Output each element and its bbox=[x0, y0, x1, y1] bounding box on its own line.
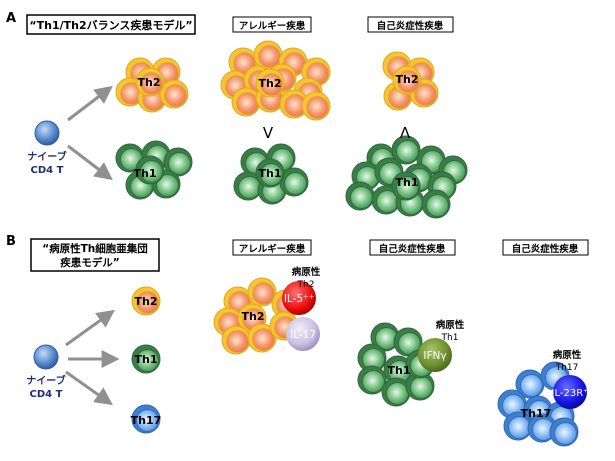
il23r-bubble bbox=[553, 375, 587, 409]
th1-cell bbox=[135, 155, 165, 185]
th2-cell bbox=[247, 277, 277, 307]
th2-cell bbox=[159, 79, 189, 109]
th17-cell bbox=[549, 417, 579, 447]
th2-cell bbox=[392, 65, 422, 95]
th1-cell bbox=[163, 147, 193, 177]
th2-cluster-balanced bbox=[115, 57, 189, 113]
th1-cell bbox=[345, 181, 375, 211]
th1-cell bbox=[233, 171, 263, 201]
il17-label: IL-17 bbox=[290, 329, 316, 341]
th1-label-b: Th1 bbox=[135, 353, 158, 366]
th1-label-autoimmune: Th1 bbox=[396, 176, 419, 189]
panel-b-allergy-header: アレルギー疾患 bbox=[239, 243, 306, 255]
panel-b-autoimmune-header-box-1 bbox=[369, 239, 456, 256]
th2-label-balanced: Th2 bbox=[138, 76, 161, 89]
th2-cell bbox=[255, 68, 285, 98]
th17-label-pathogenic: Th17 bbox=[521, 407, 552, 420]
naive-label-line1-a: ナイーブ bbox=[27, 150, 66, 163]
panel-b-autoimmune-header-box-2 bbox=[502, 239, 589, 256]
th2-cell bbox=[301, 91, 331, 121]
th1-cell bbox=[370, 322, 400, 352]
pathogenic-label-th2: 病原性 bbox=[292, 266, 321, 278]
th2-label-autoimmune: Th2 bbox=[396, 73, 419, 86]
th1-cell bbox=[371, 185, 401, 215]
th1-cell bbox=[255, 158, 285, 188]
th17-cell bbox=[131, 404, 161, 434]
naive-label-line2-b: CD4 T bbox=[30, 389, 63, 400]
comparison-symbol-autoimmune: Λ bbox=[400, 124, 411, 142]
th2-label-allergy: Th2 bbox=[259, 77, 282, 90]
arrow-naive-to-th2-a bbox=[67, 85, 113, 122]
pathogenic-th17-cluster bbox=[497, 361, 579, 447]
ifng-label: IFNγ bbox=[423, 350, 446, 362]
panel-a-model-title: “Th1/Th2バランス疾患モデル” bbox=[29, 18, 192, 32]
th2-cell bbox=[231, 87, 261, 117]
arrow-naive-to-th2-b bbox=[65, 309, 115, 347]
arrow-naive-to-th1-a bbox=[67, 144, 113, 181]
th1-cell bbox=[357, 365, 387, 395]
th17-label-b: Th17 bbox=[131, 414, 162, 427]
pathogenic-label-th17: 病原性 bbox=[553, 349, 582, 361]
panel-b-autoimmune-header-2: 自己炎症性疾患 bbox=[512, 243, 579, 255]
il5-cytokine-bubble bbox=[282, 281, 316, 315]
panel-b-model-title-line1: “病原性Th細胞亜集団 bbox=[42, 242, 148, 255]
th1-label-balanced: Th1 bbox=[134, 167, 157, 180]
th1-label-allergy: Th1 bbox=[259, 167, 282, 180]
th2-cell bbox=[221, 325, 251, 355]
naive-label-line2-a: CD4 T bbox=[31, 165, 64, 176]
panel-b-allergy-header-box bbox=[232, 239, 312, 256]
ifng-cytokine-bubble bbox=[418, 338, 452, 372]
panel-a-autoimmune-header-box bbox=[367, 16, 454, 33]
il23r-label: IL-23R⁺ bbox=[552, 388, 589, 399]
th2-cell bbox=[253, 40, 283, 70]
th1-cell bbox=[421, 189, 451, 219]
panel-a-allergy-header: アレルギー疾患 bbox=[239, 20, 306, 32]
th1-label-pathogenic: Th1 bbox=[388, 364, 411, 377]
th17-cell bbox=[527, 413, 557, 443]
panel-b-model-title-line2: 疾患モデル” bbox=[60, 256, 119, 269]
th2-cell bbox=[135, 67, 165, 97]
arrow-naive-to-th17-b bbox=[65, 370, 113, 406]
th2-label-pathogenic: Th2 bbox=[242, 310, 265, 323]
th17-cell bbox=[515, 369, 545, 399]
pathogenic-th17-subtitle: Th17 bbox=[555, 363, 579, 373]
naive-label-line1-b: ナイーブ bbox=[26, 374, 65, 387]
panel-a-allergy-header-box bbox=[232, 16, 312, 33]
panel-a-autoimmune-header: 自己炎症性疾患 bbox=[377, 20, 444, 32]
panel-b-autoimmune-header-1: 自己炎症性疾患 bbox=[379, 243, 446, 255]
th1-cluster-balanced bbox=[115, 140, 193, 200]
naive-cd4-t-cell-a bbox=[34, 120, 60, 146]
panel-b-letter: B bbox=[6, 234, 16, 249]
pathogenic-th2-subtitle: Th2 bbox=[297, 280, 315, 290]
th1-cell bbox=[391, 171, 421, 201]
th1-cell bbox=[131, 344, 161, 374]
th2-label-b: Th2 bbox=[135, 295, 158, 308]
th1-cell bbox=[391, 135, 421, 165]
panel-b-title-box bbox=[30, 238, 160, 272]
pathogenic-label-th1: 病原性 bbox=[436, 319, 465, 331]
panel-a-letter: A bbox=[6, 11, 16, 26]
th1-cluster-autoimmune bbox=[345, 135, 468, 219]
th2-cluster-autoimmune bbox=[382, 51, 439, 111]
il5-label: IL-5⁺⁺ bbox=[284, 293, 314, 305]
th1-cell bbox=[405, 371, 435, 401]
il17-cytokine-bubble bbox=[286, 317, 320, 351]
th1-cluster-allergy bbox=[233, 143, 309, 205]
th1-cell bbox=[357, 343, 387, 373]
th1-cell bbox=[381, 377, 411, 407]
panel-a-title-box bbox=[26, 14, 196, 35]
th1-cell bbox=[279, 167, 309, 197]
th2-cluster-allergy bbox=[220, 40, 331, 121]
naive-cd4-t-cell-b bbox=[33, 344, 59, 370]
pathogenic-th1-cluster bbox=[357, 322, 435, 407]
th17-cell bbox=[497, 389, 527, 419]
th2-cell bbox=[131, 286, 161, 316]
th-subset-cells bbox=[131, 286, 161, 434]
pathogenic-th1-subtitle: Th1 bbox=[441, 333, 459, 343]
comparison-symbol-allergy: V bbox=[263, 124, 274, 142]
